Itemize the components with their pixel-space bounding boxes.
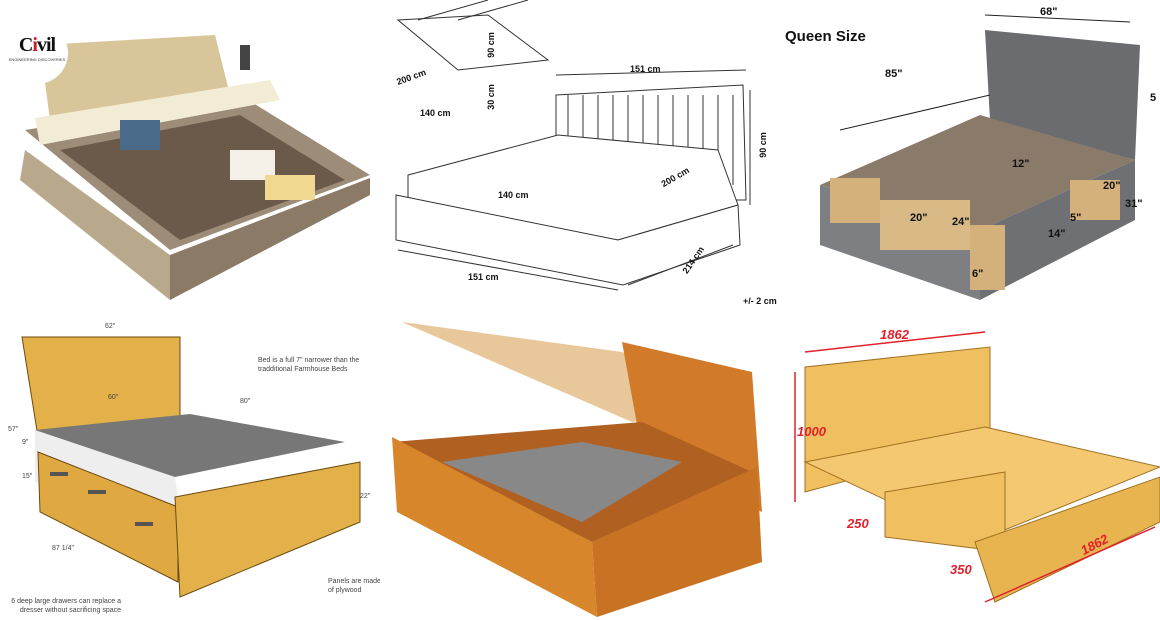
logo-text: Civil (18, 34, 56, 56)
storage-bed-photo: Civil ENGINEERING DISCOVERIES (0, 0, 375, 310)
height-label: 5 (1150, 92, 1157, 104)
logo: Civil ENGINEERING DISCOVERIES (6, 22, 68, 84)
length-label: 85" (885, 68, 903, 80)
queen-size-bed: Queen Size 68" 85" 5 12" 20" 24" 20" 31"… (780, 0, 1160, 310)
farmhouse-bed-plan: 62" 60" 80" 57" 9" 15" 22" 87 1/4" Bed i… (0, 312, 380, 620)
leg-height-label: 250 (847, 516, 869, 531)
queen-size-title: Queen Size (785, 28, 866, 45)
bed-dimensions-cm: 200 cm 140 cm 90 cm 30 cm 151 cm 90 cm 1… (378, 0, 778, 310)
width-top-label: 151 cm (630, 64, 661, 74)
inset-base-label: 30 cm (485, 84, 496, 110)
tolerance-label: +/- 2 cm (743, 296, 777, 306)
drawer-label: 12" (1012, 158, 1030, 170)
side-height-label: 350 (950, 562, 972, 577)
drawer-label: 20" (910, 212, 928, 224)
storage-bed-illustration (0, 0, 375, 310)
dim-15-label: 15" (22, 473, 33, 480)
drawer-label: 5" (1070, 212, 1082, 224)
bed-frame-mm: 1862 1000 250 350 1862 (775, 312, 1160, 620)
length-label: 80" (240, 398, 251, 405)
inset-width-label: 140 cm (420, 108, 451, 118)
dim-9-label: 9" (22, 439, 29, 446)
inner-width-label: 60" (108, 394, 119, 401)
logo-subtitle: ENGINEERING DISCOVERIES (8, 57, 66, 62)
narrower-note: Bed is a full 7" narrower than the tradd… (258, 357, 360, 373)
drawers-note: 6 deep large drawers can replace a dress… (11, 598, 121, 614)
queen-bed-illustration (820, 14, 1140, 300)
bed-frame-illustration (794, 331, 1160, 603)
wooden-hydraulic-bed-photo (382, 312, 772, 620)
height-label: 90 cm (757, 132, 768, 158)
mattress-width-label: 140 cm (498, 190, 529, 200)
width-top-label: 1862 (880, 327, 909, 342)
drawer-label: 20" (1103, 180, 1121, 192)
farmhouse-bed-illustration (21, 336, 361, 598)
drawer-label: 14" (1048, 228, 1066, 240)
height-label: 1000 (797, 424, 826, 439)
drawer-label: 6" (972, 268, 984, 280)
width-bottom-label: 151 cm (468, 272, 499, 282)
height-label: 57" (8, 426, 19, 433)
drawer-label: 24" (952, 216, 970, 228)
footboard-height-label: 22" (360, 493, 371, 500)
drawer-label: 31" (1125, 198, 1143, 210)
bed-line-drawing (395, 0, 751, 291)
overall-length-label: 87 1/4" (52, 545, 74, 552)
width-label: 68" (1040, 6, 1058, 18)
wooden-bed-illustration (392, 322, 762, 617)
width-top-label: 62" (105, 323, 116, 330)
panels-note: Panels are made of plywood (328, 578, 380, 594)
inset-height-label: 90 cm (485, 32, 496, 58)
